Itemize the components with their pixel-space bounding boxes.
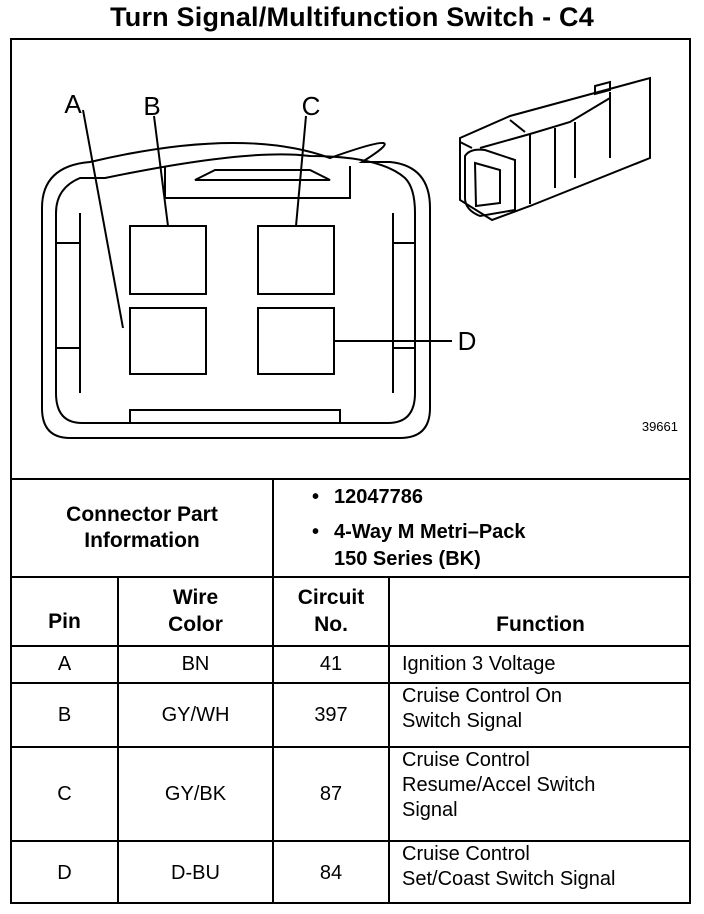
figure-number: 39661	[641, 419, 678, 434]
header-circuit-line1: Circuit	[297, 586, 365, 610]
circuit-cell: 397	[314, 703, 348, 726]
circuit-cell: 41	[319, 653, 343, 675]
circuit-cell: 87	[319, 782, 343, 805]
connector-description-line2: 150 Series (BK)	[334, 548, 481, 570]
leader-b	[153, 115, 169, 227]
divider	[10, 840, 691, 842]
pin-label-b: B	[143, 90, 161, 121]
connector-info-values: • 12047786 • 4-Way M Metri–Pack 150 Series…	[312, 484, 526, 573]
pin-cavity-a	[129, 307, 207, 375]
circuit-cell: 84	[319, 861, 343, 884]
function-line: Set/Coast Switch Signal	[402, 868, 616, 890]
pin-cell: D	[57, 861, 72, 884]
page-title: Turn Signal/Multifunction Switch - C4	[110, 2, 594, 32]
function-cell: Cruise Control Set/Coast Switch Signal	[390, 842, 690, 904]
connector-diagram	[41, 76, 651, 439]
wire-color-cell: GY/WH	[161, 703, 230, 726]
function-line: Cruise Control	[402, 843, 530, 865]
connector-housing-outer	[41, 141, 431, 439]
connector-info-label-line2: Information	[84, 529, 200, 552]
function-line: Switch Signal	[402, 710, 523, 732]
divider	[10, 645, 691, 647]
header-circuit: Circuit No.	[274, 578, 388, 645]
divider	[272, 576, 274, 904]
function-line: Signal	[402, 799, 458, 821]
connector-housing-inner	[55, 153, 416, 424]
pin-cell: C	[57, 782, 72, 805]
pin-label-a: A	[64, 88, 82, 119]
wire-color-cell: BN	[181, 653, 210, 675]
divider	[10, 576, 691, 578]
function-line: Cruise Control	[402, 749, 530, 771]
header-pin: Pin	[48, 609, 81, 633]
divider	[272, 478, 274, 578]
divider	[10, 682, 691, 684]
function-line: Resume/Accel Switch	[402, 774, 596, 796]
connector-illustration	[459, 76, 651, 222]
divider	[10, 478, 691, 480]
wire-color-cell: GY/BK	[164, 782, 227, 805]
leader-a	[82, 109, 124, 329]
header-wire-color-line2: Color	[168, 612, 223, 636]
pin-label-c: C	[301, 90, 321, 121]
function-line: Cruise Control On	[402, 685, 563, 707]
pin-cell: B	[57, 703, 72, 726]
pin-cell: A	[57, 653, 72, 675]
connector-info-label: Connector Part Information	[12, 480, 272, 576]
pin-cavity-d	[257, 307, 335, 375]
wire-color-cell: D-BU	[171, 861, 220, 884]
header-function: Function	[496, 612, 585, 636]
bullet-icon: •	[312, 486, 320, 508]
bullet-icon: •	[312, 521, 320, 543]
connector-description-line1: 4-Way M Metri–Pack	[334, 521, 526, 543]
header-wire-color-line1: Wire	[172, 586, 219, 610]
divider	[10, 746, 691, 748]
header-circuit-line2: No.	[314, 612, 348, 636]
function-cell: Cruise Control On Switch Signal	[390, 684, 690, 746]
divider	[117, 576, 119, 904]
divider	[388, 576, 390, 904]
leader-c	[295, 115, 307, 227]
pin-cavity-b	[129, 225, 207, 295]
connector-info-label-line1: Connector Part	[66, 502, 218, 526]
document-frame	[10, 38, 691, 904]
header-wire-color: Wire Color	[119, 578, 272, 645]
function-cell: Ignition 3 Voltage	[402, 653, 556, 675]
pin-label-d: D	[457, 325, 477, 356]
part-number: 12047786	[334, 486, 423, 508]
connector-latch	[164, 166, 351, 199]
function-cell: Cruise Control Resume/Accel Switch Signa…	[390, 748, 690, 840]
pin-cavity-c	[257, 225, 335, 295]
